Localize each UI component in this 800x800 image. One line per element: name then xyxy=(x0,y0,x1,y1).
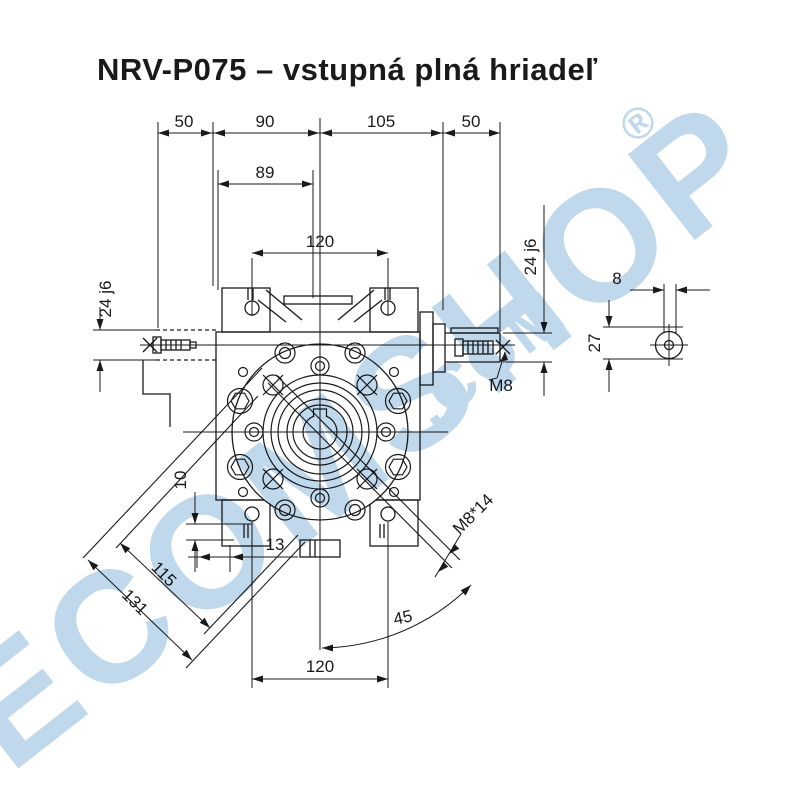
dim-top-120: 120 xyxy=(306,232,334,251)
dim-offset-10: 10 xyxy=(171,471,190,490)
top-left-lug xyxy=(221,287,271,333)
dim-top-left-50: 50 xyxy=(175,112,194,131)
m8-hole-axis-1 xyxy=(267,382,453,569)
shaft-section-detail xyxy=(650,324,688,366)
angle-45-arc xyxy=(321,584,472,649)
watermark-main: ECOMSHOP xyxy=(0,66,795,800)
shaft-key xyxy=(450,327,499,334)
label-thread-m8x14: M8*14 xyxy=(449,490,497,538)
label-thread-m8: M8 xyxy=(489,376,513,395)
dim-131-line xyxy=(87,559,193,661)
dimension-arrows xyxy=(88,129,687,683)
centerlines xyxy=(140,118,515,650)
left-bearing-bracket xyxy=(142,360,171,427)
watermark: ECOMSHOP ® .COM xyxy=(0,66,795,800)
dimension-lines xyxy=(87,122,710,688)
m8-hole-axis-2 xyxy=(275,374,461,561)
dim-top-90: 90 xyxy=(256,112,275,131)
dim-115-line xyxy=(119,542,211,629)
dim-offset-13: 13 xyxy=(266,535,285,554)
right-input-shaft xyxy=(445,327,511,363)
diagonal-construction-lines xyxy=(82,367,461,669)
dim-right-shaft-dia: 24 j6 xyxy=(521,239,540,276)
bottom-left-lug xyxy=(221,499,271,547)
left-hidden-bore xyxy=(156,329,218,361)
right-input-boss xyxy=(419,311,446,386)
bottom-left-lug-hole xyxy=(244,506,260,522)
dim-angle-45: 45 xyxy=(392,606,414,629)
page-title: NRV-P075 – vstupná plná hriadeľ xyxy=(97,52,598,87)
bottom-right-lug-hole xyxy=(380,506,396,522)
dim-top-right-50: 50 xyxy=(462,112,481,131)
gearbox-front-view xyxy=(142,287,511,558)
top-rib-plate xyxy=(283,295,353,305)
dim-bottom-120: 120 xyxy=(306,657,334,676)
dim-89: 89 xyxy=(256,163,275,182)
dim-key-width-8: 8 xyxy=(612,269,621,288)
dim-left-shaft-dia: 24 j6 xyxy=(96,281,115,318)
dim-key-height-27: 27 xyxy=(585,334,604,353)
dim-top-105: 105 xyxy=(367,112,395,131)
bottom-right-lug xyxy=(369,499,419,547)
